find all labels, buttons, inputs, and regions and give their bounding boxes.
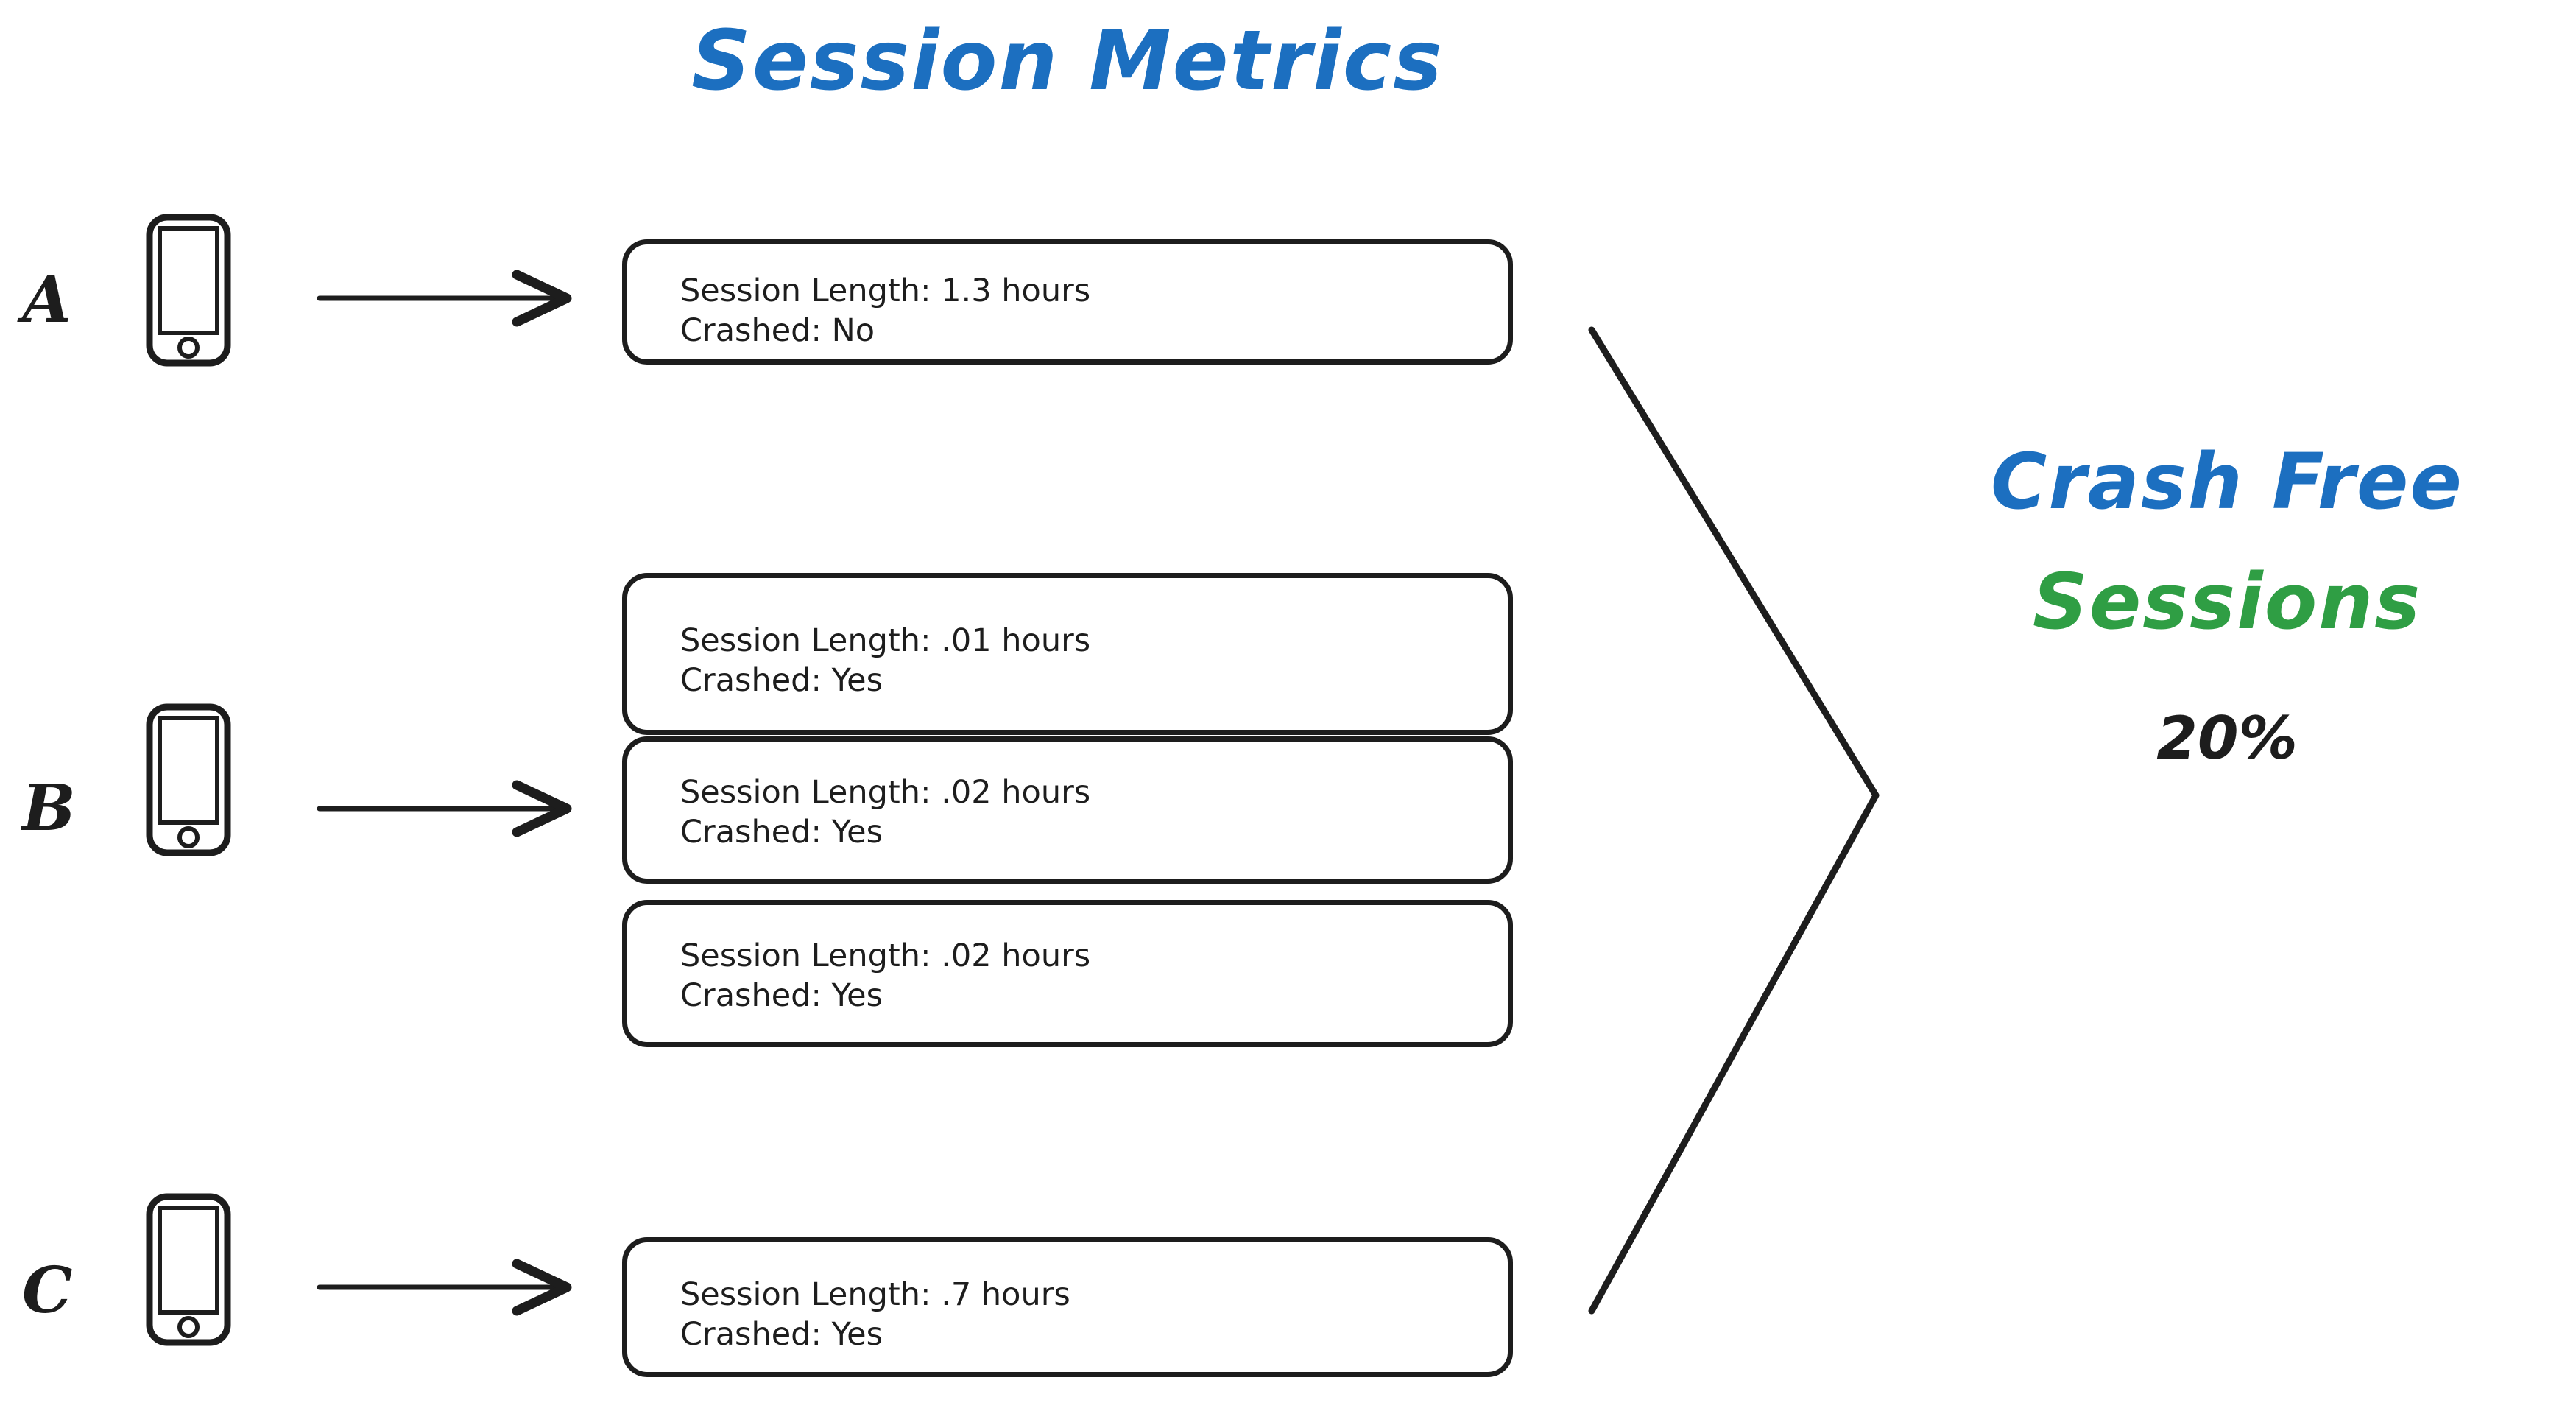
session-card[interactable]: Session Length: .02 hours Crashed: Yes <box>622 736 1513 884</box>
arrow-right-icon <box>317 779 572 838</box>
outcome-title-secondary: Sessions <box>2032 557 2422 647</box>
outcome-value: 20% <box>2156 704 2298 773</box>
session-card[interactable]: Session Length: 1.3 hours Crashed: No <box>622 239 1513 365</box>
brace-right-icon <box>1561 302 1914 1348</box>
session-crashed-label: Crashed: Yes <box>680 977 883 1014</box>
group-label-c: C <box>22 1253 73 1328</box>
phone-icon <box>145 214 232 367</box>
session-crashed-label: Crashed: Yes <box>680 1316 883 1353</box>
arrow-right-icon <box>317 1258 572 1317</box>
session-card[interactable]: Session Length: .7 hours Crashed: Yes <box>622 1237 1513 1377</box>
outcome-block: Crash Free Sessions 20% <box>1885 437 2569 773</box>
session-card[interactable]: Session Length: .01 hours Crashed: Yes <box>622 573 1513 735</box>
phone-icon <box>145 703 232 856</box>
session-length-label: Session Length: .02 hours <box>680 937 1091 974</box>
session-crashed-label: Crashed: Yes <box>680 814 883 851</box>
session-crashed-label: Crashed: No <box>680 312 875 349</box>
phone-icon <box>145 1193 232 1346</box>
session-crashed-label: Crashed: Yes <box>680 662 883 699</box>
page-title: Session Metrics <box>691 13 1444 109</box>
arrow-right-icon <box>317 269 572 328</box>
outcome-title-primary: Crash Free <box>1991 437 2463 527</box>
group-label-a: A <box>22 263 71 337</box>
session-card[interactable]: Session Length: .02 hours Crashed: Yes <box>622 900 1513 1047</box>
session-length-label: Session Length: .7 hours <box>680 1276 1070 1313</box>
group-label-b: B <box>22 771 76 845</box>
session-length-label: Session Length: .01 hours <box>680 622 1091 659</box>
session-length-label: Session Length: 1.3 hours <box>680 272 1091 309</box>
session-length-label: Session Length: .02 hours <box>680 774 1091 811</box>
